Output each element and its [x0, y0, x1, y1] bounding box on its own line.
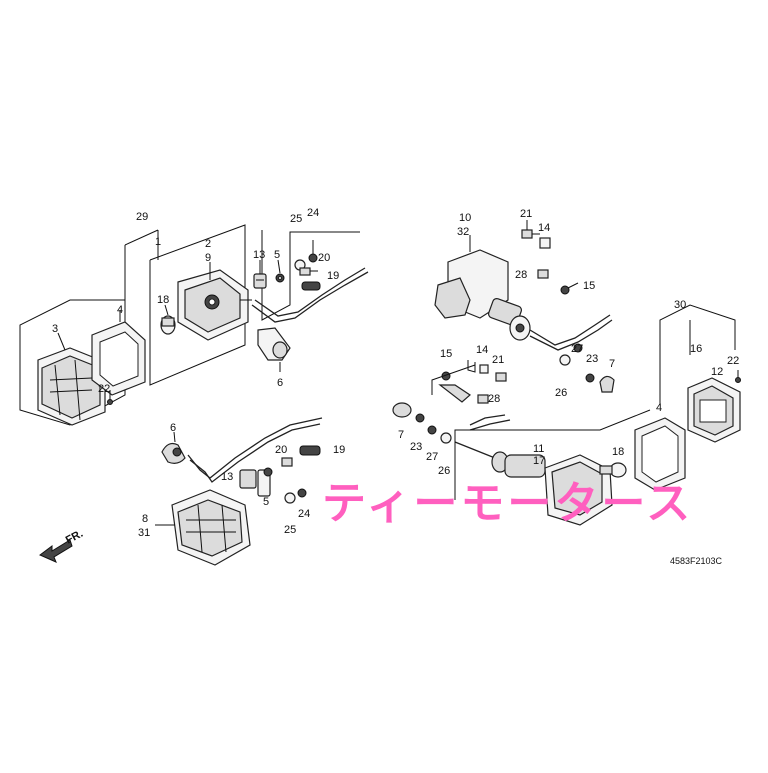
clamp-13-lower	[239, 469, 271, 497]
hardware-7-23-27-26	[392, 402, 452, 444]
callout-15-mid: 15	[440, 348, 452, 360]
housing-2-9	[177, 269, 252, 341]
callout-31: 31	[138, 527, 150, 539]
shop-watermark: ティーモータース	[322, 478, 693, 529]
callout-19: 19	[327, 270, 339, 282]
wire-lower-right	[454, 441, 496, 459]
callout-18-right: 18	[612, 446, 624, 458]
wire-upper-right	[529, 314, 611, 346]
washer-nut-24-25-lower	[284, 488, 307, 504]
hardware-26-27-23-7	[559, 343, 615, 393]
front-direction-arrow: FR.	[39, 528, 85, 563]
washer-nut-25-24	[294, 240, 318, 271]
callout-27-lower: 27	[426, 451, 438, 463]
callout-23-lower: 23	[410, 441, 422, 453]
callout-26: 26	[555, 387, 567, 399]
callout-6-lower: 6	[170, 422, 176, 434]
gasket-4	[91, 321, 146, 396]
front-label: FR.	[64, 528, 85, 547]
callout-21-mid: 21	[492, 354, 504, 366]
callout-25: 25	[290, 213, 302, 225]
callout-10: 10	[459, 212, 471, 224]
callout-8: 8	[142, 513, 148, 525]
callout-23: 23	[586, 353, 598, 365]
housing-8-31	[171, 489, 251, 566]
callout-21: 21	[520, 208, 532, 220]
callout-26-lower: 26	[438, 465, 450, 477]
screw-22	[107, 390, 113, 405]
wire-upper-left	[251, 271, 369, 323]
callout-22: 22	[98, 383, 110, 395]
callout-7: 7	[609, 358, 615, 370]
callout-14: 14	[538, 222, 550, 234]
callout-20-lower: 20	[275, 444, 287, 456]
callout-27: 27	[571, 343, 583, 355]
bulb-18	[160, 315, 176, 335]
clip-15-mid	[438, 371, 471, 403]
bolt-20-lower	[281, 457, 293, 467]
callout-4-right: 4	[656, 402, 662, 414]
drawing-code: 4583F2103C	[670, 556, 723, 566]
callout-25-lower: 25	[284, 524, 296, 536]
bulb-18-right	[599, 462, 627, 478]
callout-1: 1	[155, 236, 161, 248]
grommet-6-lower	[161, 442, 186, 464]
callout-6: 6	[277, 377, 283, 389]
callout-29: 29	[136, 211, 148, 223]
group-frame-1	[149, 224, 246, 386]
callout-9: 9	[205, 252, 211, 264]
socket-19-lower	[299, 445, 321, 456]
callout-12: 12	[711, 366, 723, 378]
callout-32: 32	[457, 226, 469, 238]
callout-30: 30	[674, 299, 686, 311]
callout-16: 16	[690, 343, 702, 355]
socket-19	[301, 281, 321, 291]
callout-28-mid: 28	[488, 393, 500, 405]
callout-2: 2	[205, 238, 211, 250]
collar-14-bolt-21-mid	[479, 364, 507, 382]
group-frame-29	[19, 245, 126, 426]
screw-22-right	[735, 370, 741, 383]
callout-5-lower: 5	[263, 496, 269, 508]
lens-3	[37, 347, 106, 426]
callout-11: 11	[533, 443, 544, 455]
nut-5-lower	[263, 467, 273, 477]
callout-19-lower: 19	[333, 444, 345, 456]
callout-14-mid: 14	[476, 344, 488, 356]
nut-5	[275, 273, 285, 283]
callout-17: 17	[533, 455, 545, 467]
housing-10-32	[434, 249, 531, 341]
lens-12-16	[687, 377, 741, 443]
callout-5: 5	[274, 249, 280, 261]
clip-15	[560, 282, 579, 295]
clamp-13	[253, 273, 267, 289]
housing-11-17	[491, 451, 613, 526]
bolt-28-mid	[477, 394, 489, 404]
bolt-20	[299, 267, 318, 276]
bolt-28	[537, 269, 549, 279]
callout-7-lower: 7	[398, 429, 404, 441]
gasket-4-right	[634, 417, 686, 491]
callout-13: 13	[253, 249, 265, 261]
callout-18: 18	[157, 294, 169, 306]
callout-20: 20	[318, 252, 330, 264]
callout-24-lower: 24	[298, 508, 310, 520]
callout-22-right: 22	[727, 355, 739, 367]
callout-28: 28	[515, 269, 527, 281]
callout-15: 15	[583, 280, 595, 292]
wire-lower-left	[187, 417, 323, 479]
callout-4: 4	[117, 304, 123, 316]
callout-13-lower: 13	[221, 471, 233, 483]
grommet-6	[257, 327, 291, 361]
callout-24: 24	[307, 207, 319, 219]
callout-3: 3	[52, 323, 58, 335]
